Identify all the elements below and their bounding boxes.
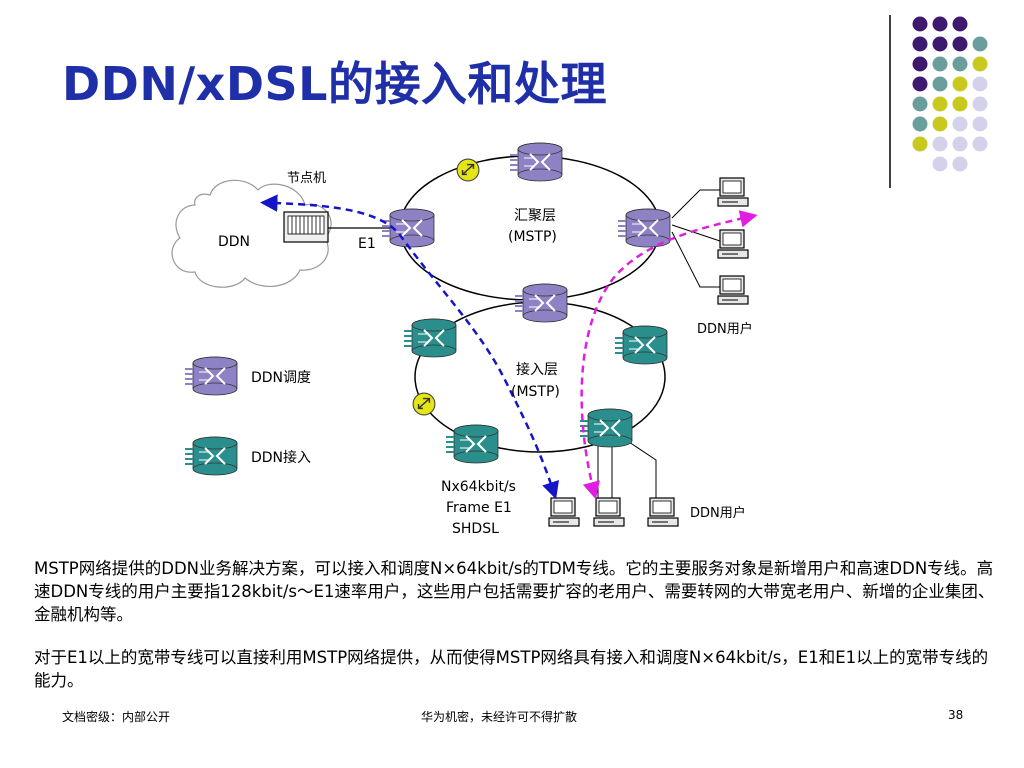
user-computer-icon	[717, 275, 749, 305]
decorative-dot	[972, 56, 988, 72]
decorative-dot	[912, 36, 928, 52]
decorative-dot	[952, 56, 968, 72]
link-type-label: Nx64kbit/s	[441, 479, 516, 495]
ddn-access-router-icon	[615, 325, 668, 365]
decorative-dot	[952, 136, 968, 152]
ring-hub-icon-top	[456, 158, 480, 182]
ddn-user-label-bottom: DDN用户	[690, 505, 746, 521]
decorative-dot	[912, 136, 928, 152]
ddn-scheduling-router-icon	[618, 208, 671, 248]
ring-hub-icon-bottom	[412, 392, 436, 416]
decorative-dot	[932, 156, 948, 172]
decorative-dot	[952, 116, 968, 132]
decorative-dot	[972, 76, 988, 92]
footer-page-number: 38	[948, 708, 964, 722]
aggregation-protocol-label: (MSTP)	[508, 229, 557, 245]
decorative-dot	[912, 96, 928, 112]
legend-access-icon	[185, 436, 238, 476]
ddn-scheduling-router-icon	[510, 142, 563, 182]
footer-confidentiality: 华为机密，未经许可不得扩散	[421, 710, 578, 724]
ddn-access-router-icon	[404, 318, 457, 358]
decorative-dot	[932, 116, 948, 132]
access-layer-label: 接入层	[516, 361, 558, 378]
decorative-dot	[912, 76, 928, 92]
ddn-user-label-top: DDN用户	[697, 321, 753, 337]
decorative-dot	[952, 16, 968, 32]
description-paragraph-2: 对于E1以上的宽带专线可以直接利用MSTP网络提供，从而使得MSTP网络具有接入…	[34, 648, 989, 690]
ddn-cloud-label: DDN	[218, 234, 250, 250]
decorative-dot	[952, 156, 968, 172]
decorative-dot	[972, 96, 988, 112]
user-computer-icon	[717, 229, 749, 259]
decorative-dot	[972, 36, 988, 52]
e1-label: E1	[358, 236, 376, 252]
ddn-scheduling-router-icon	[382, 208, 435, 248]
network-diagram: DDN 节点机 E1	[171, 142, 758, 537]
ddn-access-router-icon	[446, 424, 499, 464]
link-type-label: SHDSL	[452, 521, 499, 537]
node-machine-icon	[283, 211, 329, 243]
decorative-dot	[932, 96, 948, 112]
aggregation-layer-label: 汇聚层	[514, 208, 556, 224]
user-computer-icon	[717, 177, 749, 207]
description-paragraph-1: MSTP网络提供的DDN业务解决方案，可以接入和调度N×64kbit/s的TDM…	[34, 559, 995, 624]
decorative-dot	[952, 96, 968, 112]
user-computer-icon	[593, 497, 625, 527]
decorative-dot	[972, 136, 988, 152]
legend-scheduling-label: DDN调度	[251, 370, 311, 386]
decorative-dot	[932, 16, 948, 32]
decorative-dot	[972, 116, 988, 132]
decorative-dot-grid	[889, 15, 988, 188]
ddn-scheduling-router-icon	[515, 283, 568, 323]
decorative-dot	[912, 56, 928, 72]
decorative-dot	[912, 16, 928, 32]
decorative-dot	[952, 36, 968, 52]
footer-classification: 文档密级：内部公开	[62, 710, 171, 724]
access-protocol-label: (MSTP)	[511, 384, 560, 400]
node-machine-label: 节点机	[287, 171, 326, 186]
decorative-dot	[932, 76, 948, 92]
decorative-dot	[912, 116, 928, 132]
page-title: DDN/xDSL的接入和处理	[62, 57, 607, 111]
decorative-dot	[932, 56, 948, 72]
ddn-magenta-path	[580, 210, 758, 500]
decorative-dot	[932, 36, 948, 52]
decorative-dot	[952, 76, 968, 92]
link-type-label: Frame E1	[446, 500, 512, 516]
user-computer-icon	[548, 497, 580, 527]
user-computer-icon	[647, 497, 679, 527]
decorative-dot	[932, 136, 948, 152]
legend-scheduling-icon	[185, 356, 238, 396]
ddn-access-router-icon	[580, 408, 633, 448]
legend-access-label: DDN接入	[251, 449, 311, 466]
